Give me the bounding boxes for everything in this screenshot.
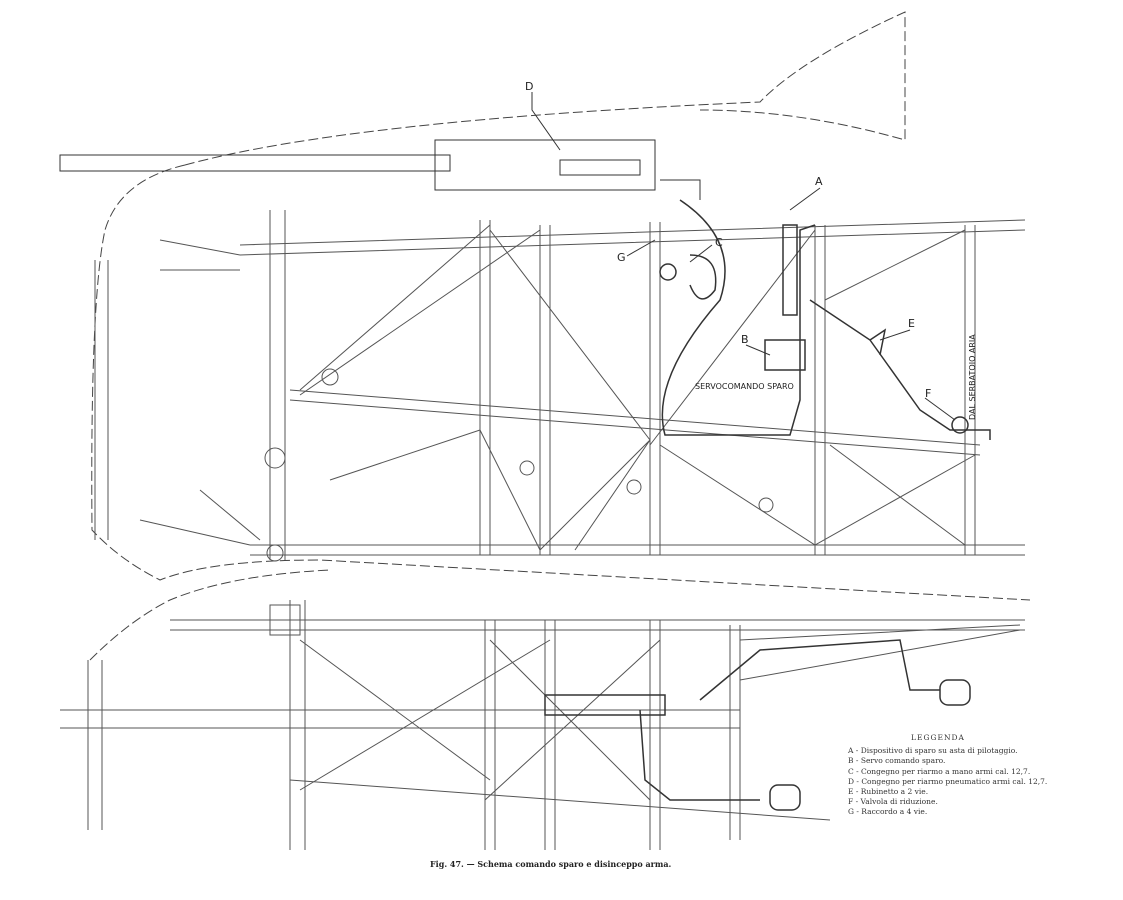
- air-tank-annotation: DAL SERBATOIO ARIA: [968, 334, 977, 420]
- legend: LEGGENDA A - Dispositivo di sparo su ast…: [848, 733, 1047, 818]
- servo-annotation: SERVOCOMANDO SPARO: [695, 382, 794, 391]
- callout-f: F: [925, 387, 932, 400]
- legend-title: LEGGENDA: [911, 733, 965, 742]
- callout-c: C: [715, 236, 723, 249]
- figure-caption: Fig. 47. — Schema comando sparo e disinc…: [430, 859, 672, 869]
- legend-item: A - Dispositivo di sparo su asta di pilo…: [848, 746, 1018, 756]
- legend-item: G - Raccordo a 4 vie.: [848, 807, 928, 817]
- callout-b: B: [741, 333, 749, 346]
- legend-item: E - Rubinetto a 2 vie.: [848, 787, 929, 797]
- legend-item: B - Servo comando sparo.: [848, 756, 946, 766]
- pneumatic-lines-bottom: [544, 639, 971, 811]
- fuselage-outline-left: [91, 164, 1031, 601]
- callout-g: G: [617, 251, 626, 264]
- fuselage-outline-top: [184, 11, 906, 166]
- fuselage-outline-bottom: [89, 569, 331, 661]
- callout-e: E: [908, 317, 915, 330]
- callout-a: A: [815, 175, 823, 188]
- legend-item: F - Valvola di riduzione.: [848, 797, 938, 807]
- legend-item: D - Congegno per riarmo pneumatico armi …: [848, 776, 1048, 786]
- legend-item: C - Congegno per riarmo a mano armi cal.…: [848, 766, 1031, 776]
- callout-leaders: [531, 92, 956, 421]
- bottom-frame: [60, 600, 1025, 850]
- gun-top: [59, 139, 701, 200]
- pneumatic-lines-top: [659, 199, 991, 440]
- callout-d: D: [525, 80, 534, 93]
- top-frame: [94, 210, 1026, 562]
